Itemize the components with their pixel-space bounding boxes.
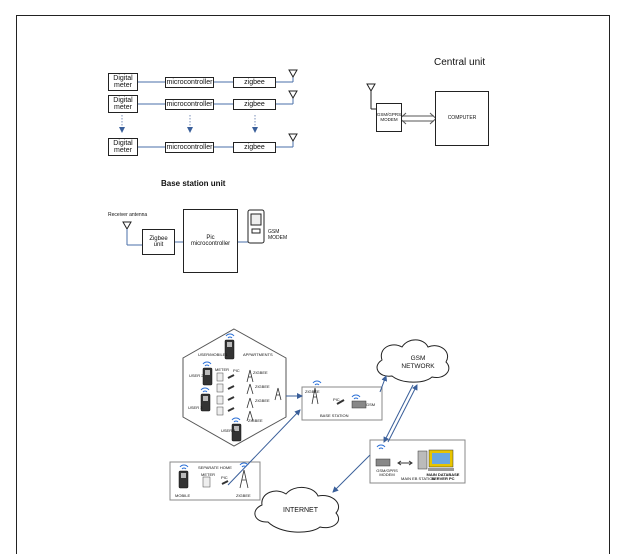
computer-box: COMPUTER [435,91,489,146]
apartments-label: APPARTMENTS [243,352,273,357]
zigbee-label-apartments-2: ZIGBEE [255,384,270,389]
modem-antenna-icon [366,83,376,93]
gsm-gprs-modem-box: GSM/GPRS MODEM [376,103,402,132]
pic-microcontroller-box: Pic microcontroller [183,209,238,273]
gsm-modem-device-icon [247,209,265,244]
zigbee-antenna-icons [288,69,298,143]
zigbee-box-2: zigbee [233,99,276,110]
central-unit-graphics [366,83,437,125]
main-database-label: MAIN DATABASE SERVER PC [426,472,460,482]
user-mobile1-label: USER/MOBILE1 [198,352,228,357]
computer-label: COMPUTER [447,114,477,121]
digital-meter-box-1: Digital meter [108,73,138,91]
zigbee-box-3: zigbee [233,142,276,153]
microcontroller-label: microcontroller [166,78,213,86]
base-station-gsm-label: GSM [366,402,376,407]
page-frame [16,15,610,554]
base-station-pic-label: PIC [333,397,340,402]
receiver-antenna-label: Receiver antenna [108,212,148,218]
digital-meter-label: Digital meter [113,74,133,89]
pic-label: Pic microcontroller [190,234,231,247]
eb-modem-label: GSM/GPRS MODEM [376,468,398,478]
zigbee-label: zigbee [244,100,265,108]
gsm-unit-icon [351,400,367,409]
double-arrow-icon [399,112,437,125]
microcontroller-box-1: microcontroller [165,77,214,88]
user2-label: USER 2 [189,373,204,378]
zigbee-box-1: zigbee [233,77,276,88]
zigbee-unit-box: Zigbee unit [142,229,175,255]
digital-meter-box-2: Digital meter [108,95,138,113]
separate-homes-label: SEPARATE HOME [198,465,232,470]
zigbee-tower-icons [239,369,319,489]
ellipsis-arrows [119,115,258,133]
server-pc-icon [417,449,454,471]
digital-meter-label: Digital meter [113,139,133,154]
base-station-label: BASE STATION [320,413,349,418]
zigbee-label: zigbee [244,143,265,151]
modem-label: GSM/GPRS MODEM [376,111,402,122]
zigbee-label-apartments-3: ZIGBEE [255,398,270,403]
base-station-panel [301,386,383,421]
zigbee-label-apartments-4: ZIGBEE [248,418,263,423]
gsm-network-label: GSM NETWORK [401,355,435,370]
pic-label: PIC [233,368,240,373]
microcontroller-label: microcontroller [166,143,213,151]
network-links [227,375,418,493]
meter-device-icons [202,372,224,488]
base-station-zigbee-label: ZIGBEE [305,389,320,394]
zigbee-label-apartments: ZIGBEE [253,370,268,375]
internet-label: INTERNET [283,507,318,514]
gsm-modem-label: GSM MODEM [268,229,288,241]
separate-home-pic-label: PIC [221,475,228,480]
microcontroller-label: microcontroller [166,100,213,108]
central-unit-title: Central unit [434,57,486,68]
user4-label: USER 4 [221,428,236,433]
base-station-unit-title: Base station unit [161,179,226,188]
digital-meter-box-3: Digital meter [108,138,138,156]
zigbee-label: zigbee [244,78,265,86]
internet-cloud [254,487,340,533]
zigbee-unit-label: Zigbee unit [149,235,168,248]
meter-label: METER [215,367,229,372]
gsm-network-cloud [376,339,450,383]
main-eb-station-label: MAIN EB STATION [401,476,436,481]
user3-label: USER 3 [188,405,203,410]
separate-home-mobile-label: MOBILE [175,493,191,498]
digital-meter-label: Digital meter [113,96,133,111]
microcontroller-box-2: microcontroller [165,99,214,110]
pic-chip-icons [221,374,345,485]
eb-modem-icon [375,458,391,467]
separate-home-zigbee-label: ZIGBEE [236,493,251,498]
receiver-antenna-icon [122,221,132,231]
wifi-icons [179,333,386,470]
microcontroller-box-3: microcontroller [165,142,214,153]
apartments-hexagon [182,328,287,447]
eb-link-arrow-icon [397,460,413,466]
separate-home-meter-label: METER [201,472,215,477]
